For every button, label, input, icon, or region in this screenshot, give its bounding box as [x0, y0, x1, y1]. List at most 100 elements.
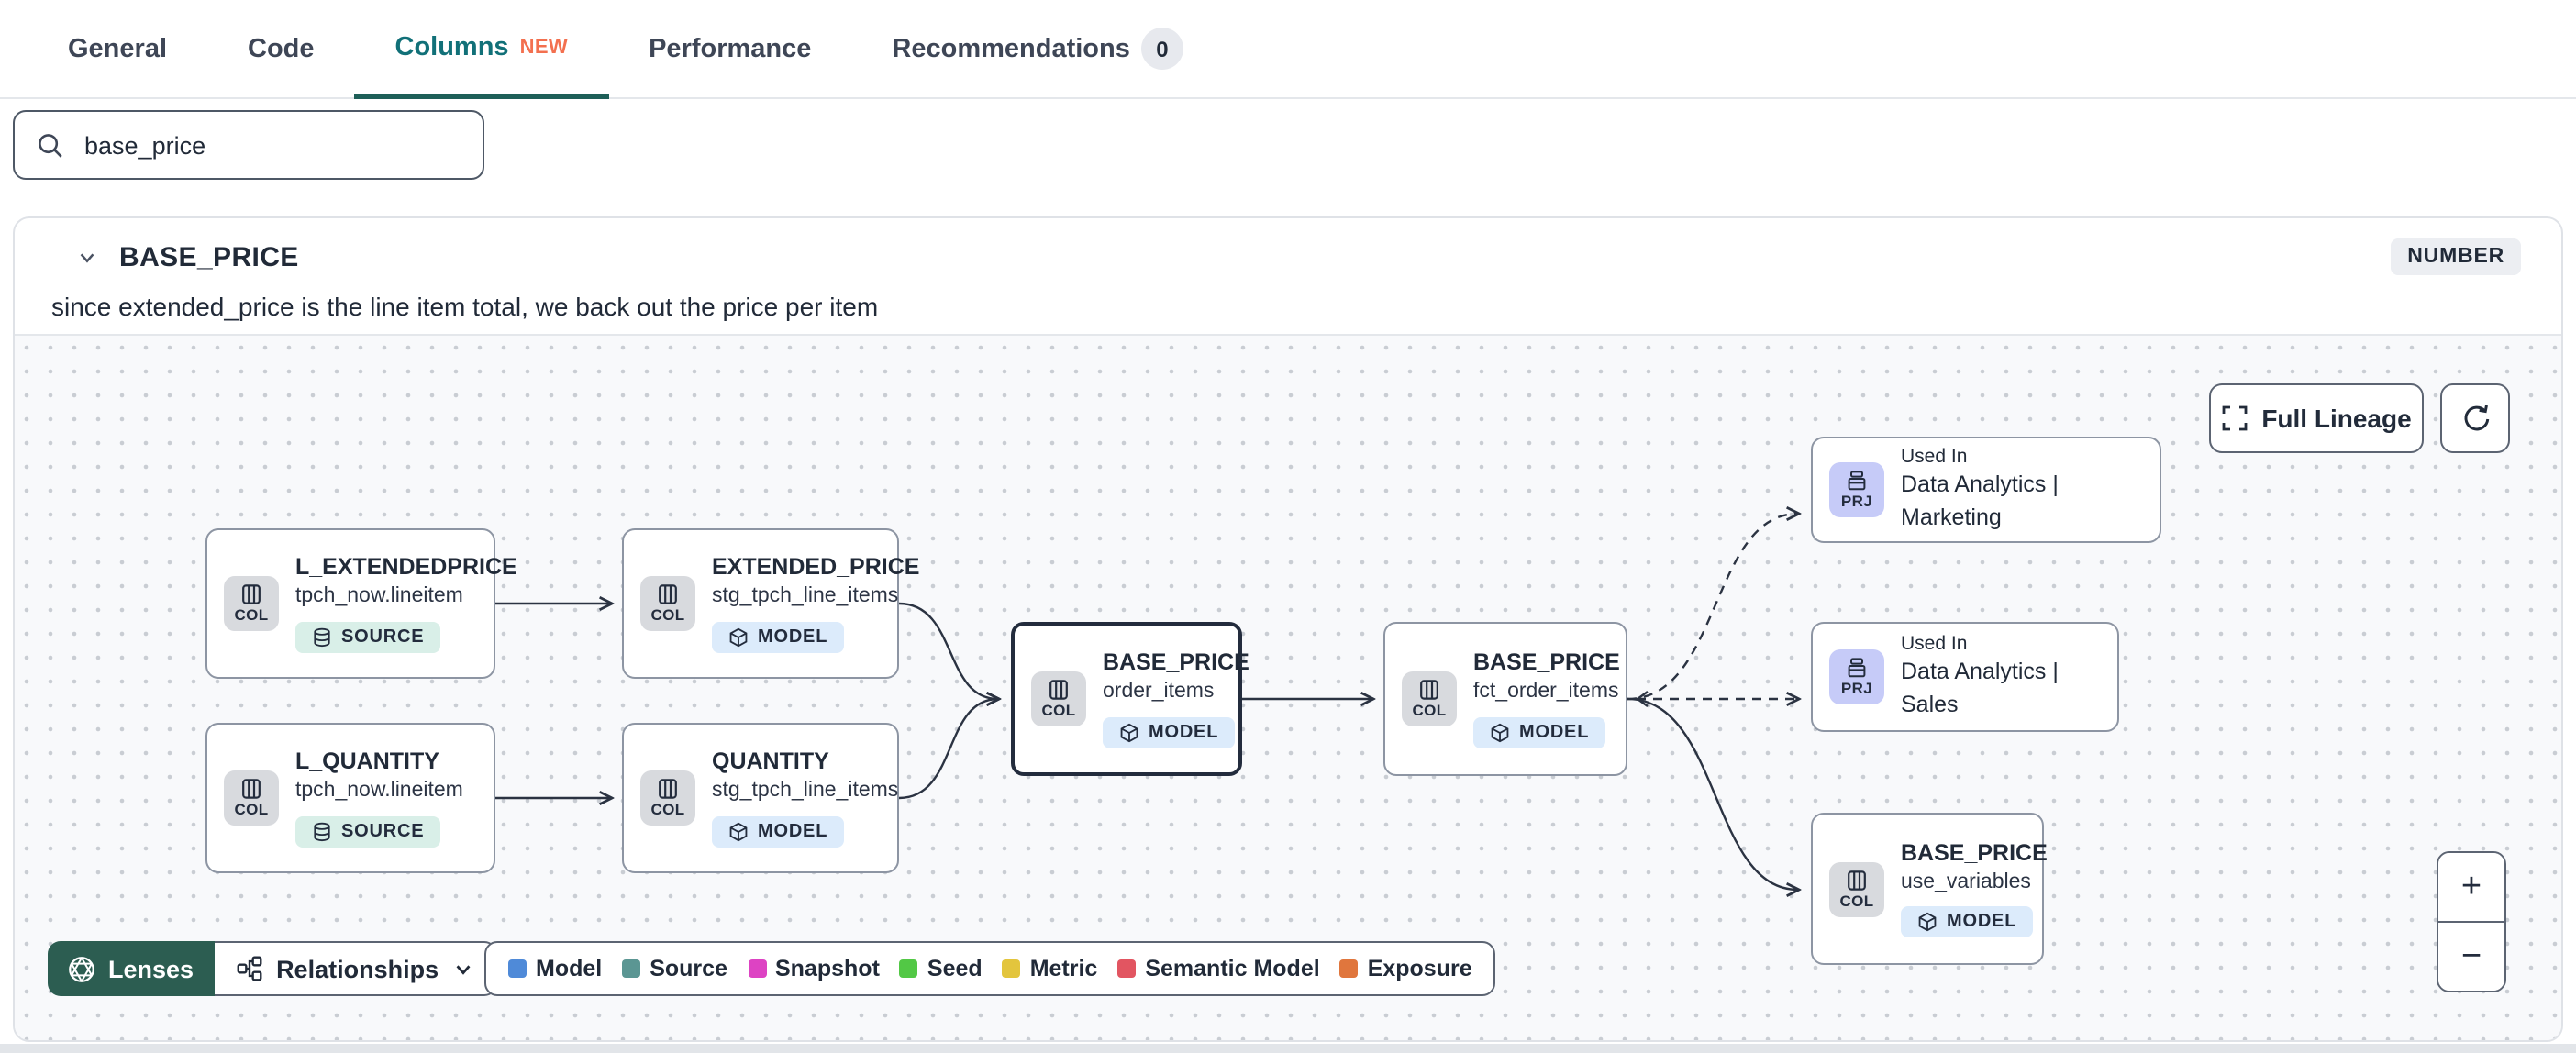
- snapshot-swatch: [748, 959, 766, 978]
- edge-qty-to-base: [898, 699, 998, 800]
- zoom-controls: + −: [2437, 851, 2506, 992]
- node-used-in-sales[interactable]: PRJ Used In Data Analytics | Sales: [1811, 622, 2119, 732]
- zoom-in-button[interactable]: +: [2438, 853, 2504, 923]
- cube-icon: [1120, 722, 1138, 742]
- column-title: BASE_PRICE: [119, 241, 299, 272]
- project-chip: PRJ: [1829, 649, 1884, 704]
- legend-item-source: Source: [622, 956, 727, 981]
- project-icon: [1848, 471, 1866, 491]
- column-chip: COL: [640, 770, 695, 826]
- full-lineage-button[interactable]: Full Lineage: [2209, 383, 2424, 453]
- refresh-button[interactable]: [2440, 383, 2510, 453]
- columns-icon: [242, 584, 261, 605]
- tab-performance[interactable]: Performance: [649, 34, 812, 63]
- column-panel-header: BASE_PRICE NUMBER since extended_price i…: [15, 218, 2561, 321]
- node-base-price-use-variables[interactable]: COL BASE_PRICE use_variables MODEL: [1811, 813, 2048, 965]
- column-type-badge: NUMBER: [2391, 238, 2521, 275]
- aperture-icon: [69, 956, 94, 981]
- semantic-model-swatch: [1117, 959, 1137, 978]
- node-subtitle: stg_tpch_line_items: [712, 780, 899, 803]
- legend-item-snapshot: Snapshot: [748, 956, 880, 981]
- node-title: L_QUANTITY: [295, 748, 439, 775]
- columns-icon: [1848, 870, 1866, 891]
- search-icon: [37, 131, 64, 159]
- resource-type-pill: SOURCE: [295, 621, 441, 653]
- legend-item-seed: Seed: [899, 956, 983, 981]
- node-subtitle: use_variables: [1901, 870, 2031, 893]
- node-extended-price[interactable]: COL EXTENDED_PRICE stg_tpch_line_items M…: [622, 528, 919, 679]
- column-chip: COL: [640, 576, 695, 631]
- column-description: since extended_price is the line item to…: [51, 292, 879, 321]
- node-subtitle: order_items: [1103, 681, 1215, 704]
- node-title: EXTENDED_PRICE: [712, 554, 920, 581]
- lineage-canvas[interactable]: COL L_EXTENDEDPRICE tpch_now.lineitem SO…: [15, 334, 2561, 1040]
- cube-icon: [729, 626, 748, 647]
- search-input[interactable]: [81, 129, 461, 161]
- node-title: BASE_PRICE: [1103, 649, 1249, 676]
- tab-code[interactable]: Code: [248, 34, 315, 63]
- resource-type-pill: MODEL: [1901, 906, 2034, 938]
- node-quantity[interactable]: COL QUANTITY stg_tpch_line_items MODEL: [622, 723, 899, 873]
- legend-item-model: Model: [508, 956, 602, 981]
- columns-icon: [659, 584, 677, 605]
- node-base-price-fct-order-items[interactable]: COL BASE_PRICE fct_order_items MODEL: [1383, 622, 1627, 776]
- tab-bar: General Code Columns NEW Performance Rec…: [0, 0, 2576, 99]
- tab-recommendations[interactable]: Recommendations 0: [851, 0, 1223, 97]
- used-in-label: Used In: [1901, 632, 1968, 655]
- lenses-button[interactable]: Lenses: [48, 941, 215, 996]
- node-l-extendedprice[interactable]: COL L_EXTENDEDPRICE tpch_now.lineitem SO…: [205, 528, 517, 679]
- column-chip: COL: [1829, 861, 1884, 916]
- node-base-price-order-items[interactable]: COL BASE_PRICE order_items MODEL: [1011, 622, 1249, 776]
- resource-type-pill: SOURCE: [295, 815, 441, 848]
- node-title: BASE_PRICE: [1901, 839, 2048, 866]
- node-subtitle: stg_tpch_line_items: [712, 585, 899, 608]
- column-panel: BASE_PRICE NUMBER since extended_price i…: [13, 216, 2563, 1042]
- project-chip: PRJ: [1829, 462, 1884, 517]
- columns-icon: [1420, 680, 1438, 701]
- column-chip: COL: [224, 576, 279, 631]
- edge-fanout-back-arrow: [1635, 691, 1649, 707]
- columns-icon: [659, 779, 677, 800]
- lenses-toolbar: Lenses Relationships: [48, 941, 498, 996]
- tab-general[interactable]: General: [68, 34, 167, 63]
- new-badge: NEW: [519, 36, 569, 58]
- chevron-down-icon[interactable]: [77, 247, 97, 267]
- legend-item-semantic-model: Semantic Model: [1117, 956, 1320, 981]
- edge-ext-to-base: [898, 602, 998, 699]
- legend-item-exposure: Exposure: [1339, 956, 1472, 981]
- columns-icon: [242, 779, 261, 800]
- seed-swatch: [899, 959, 918, 978]
- relationships-icon: [236, 956, 261, 981]
- refresh-icon: [2463, 404, 2489, 430]
- used-in-label: Used In: [1901, 445, 1968, 468]
- project-icon: [1848, 658, 1866, 678]
- node-title: QUANTITY: [712, 748, 829, 775]
- node-subtitle: tpch_now.lineitem: [295, 780, 463, 803]
- node-title: BASE_PRICE: [1473, 649, 1620, 676]
- column-chip: COL: [1402, 671, 1457, 726]
- edge-fct-to-marketing: [1627, 514, 1798, 701]
- node-title: L_EXTENDEDPRICE: [295, 554, 517, 581]
- node-subtitle: tpch_now.lineitem: [295, 585, 463, 608]
- tab-columns[interactable]: Columns NEW: [354, 0, 609, 99]
- cube-icon: [729, 821, 748, 841]
- lineage-edges: [495, 336, 2561, 1042]
- metric-swatch: [1002, 959, 1021, 978]
- relationships-dropdown[interactable]: Relationships: [214, 941, 498, 996]
- horizontal-scrollbar[interactable]: [0, 1044, 2576, 1053]
- zoom-out-button[interactable]: −: [2438, 923, 2504, 991]
- node-subtitle: fct_order_items: [1473, 681, 1619, 704]
- edge-fct-to-usevars: [1627, 697, 1798, 890]
- column-search[interactable]: [13, 110, 484, 180]
- resource-type-pill: MODEL: [1473, 716, 1606, 748]
- cube-icon: [1491, 722, 1509, 742]
- columns-icon: [1049, 680, 1068, 701]
- cube-icon: [1918, 912, 1937, 932]
- node-used-in-marketing[interactable]: PRJ Used In Data Analytics | Marketing: [1811, 437, 2161, 543]
- recommendations-count-badge: 0: [1140, 28, 1183, 70]
- resource-legend: Model Source Snapshot Seed Metric Semant…: [484, 941, 1496, 996]
- resource-type-pill: MODEL: [1103, 716, 1236, 748]
- database-icon: [314, 821, 330, 841]
- node-l-quantity[interactable]: COL L_QUANTITY tpch_now.lineitem SOURCE: [205, 723, 495, 873]
